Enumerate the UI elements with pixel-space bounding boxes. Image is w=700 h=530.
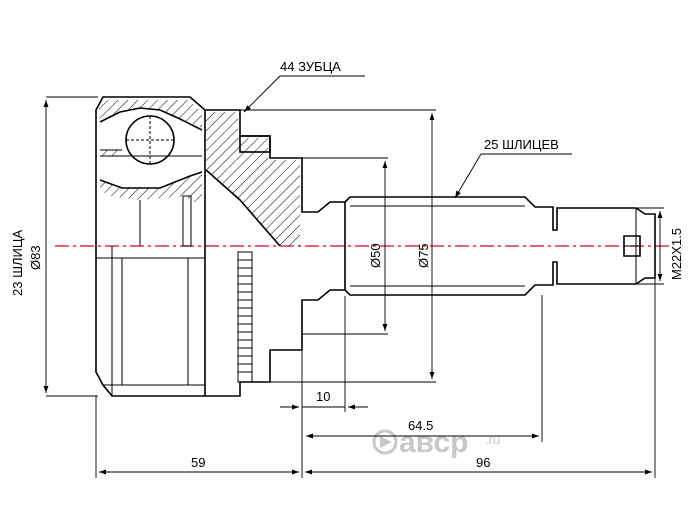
dim-flange-diameter: Ø75 — [240, 109, 436, 383]
dim-outer-diameter: Ø83 23 ШЛИЦА — [10, 96, 98, 397]
abs-teeth — [238, 259, 252, 373]
dim-shaft-diameter: Ø50 — [270, 157, 388, 335]
dim-len-total: 59 96 — [95, 278, 656, 478]
dia-outer-label: Ø83 — [28, 245, 43, 270]
watermark: авсp .ru — [372, 426, 500, 459]
len-mid-label: 64.5 — [408, 418, 433, 433]
bell-neck — [205, 109, 346, 397]
dia-flange-label: Ø75 — [416, 243, 431, 268]
dim-teeth: 44 ЗУБЦА — [243, 59, 365, 113]
dia-shaft-label: Ø50 — [368, 243, 383, 268]
ball — [125, 115, 175, 165]
splines-shaft-label: 25 ШЛИЦЕВ — [484, 137, 559, 152]
thread-label: M22X1.5 — [669, 228, 684, 280]
shaft — [344, 196, 656, 296]
watermark-brand: авсp — [399, 426, 468, 459]
len-small-label: 10 — [316, 389, 330, 404]
dim-len-small: 10 — [280, 296, 368, 412]
outer-housing — [95, 96, 206, 397]
teeth-label: 44 ЗУБЦА — [280, 59, 341, 74]
len-right-label: 96 — [476, 455, 490, 470]
watermark-suffix: .ru — [485, 432, 500, 447]
len-left-label: 59 — [191, 455, 205, 470]
dim-len-mid: 64.5 — [306, 295, 543, 442]
watermark-logo-icon — [372, 429, 398, 455]
dim-splines-shaft: 25 ШЛИЦЕВ — [454, 137, 572, 199]
dim-thread: M22X1.5 — [636, 207, 684, 285]
splines-housing-label: 23 ШЛИЦА — [10, 230, 25, 296]
